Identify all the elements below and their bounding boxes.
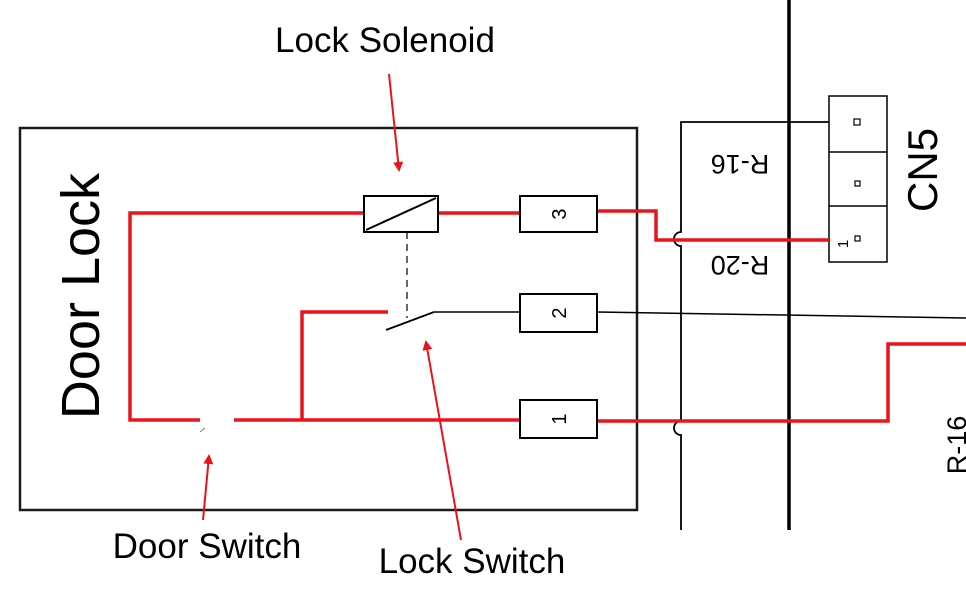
terminal-2: 2	[519, 293, 598, 333]
wire-code-r20: R-20	[711, 250, 770, 280]
cn5-connector: 1	[828, 95, 888, 263]
lock-switch-contact	[385, 311, 520, 331]
lock-solenoid-symbol	[363, 195, 439, 233]
lock-solenoid-label: Lock Solenoid	[275, 21, 495, 60]
cn5-label: CN5	[899, 128, 946, 212]
lock-solenoid-arrow	[388, 73, 404, 172]
terminal-1-label: 1	[549, 413, 571, 424]
terminal-3: 3	[519, 195, 598, 233]
door-switch-label: Door Switch	[113, 527, 302, 566]
terminal-2-label: 2	[549, 307, 571, 318]
lock-switch-arrow	[422, 340, 462, 541]
red-wires	[128, 209, 966, 423]
terminal-3-label: 3	[549, 208, 571, 219]
lock-switch-label: Lock Switch	[379, 542, 566, 581]
terminal-2-wire	[596, 311, 966, 319]
door-lock-enclosure	[18, 126, 639, 512]
harness-bundle-line	[673, 121, 856, 530]
wire-code-r16-right: R-16	[942, 416, 966, 475]
cn5-pin1-label: 1	[835, 240, 852, 248]
terminal-1: 1	[519, 399, 598, 439]
door-switch-contact	[199, 427, 206, 433]
wire-code-r16-top: R-16	[711, 149, 770, 179]
door-switch-arrow	[202, 454, 214, 521]
door-lock-title: Door Lock	[51, 172, 111, 419]
